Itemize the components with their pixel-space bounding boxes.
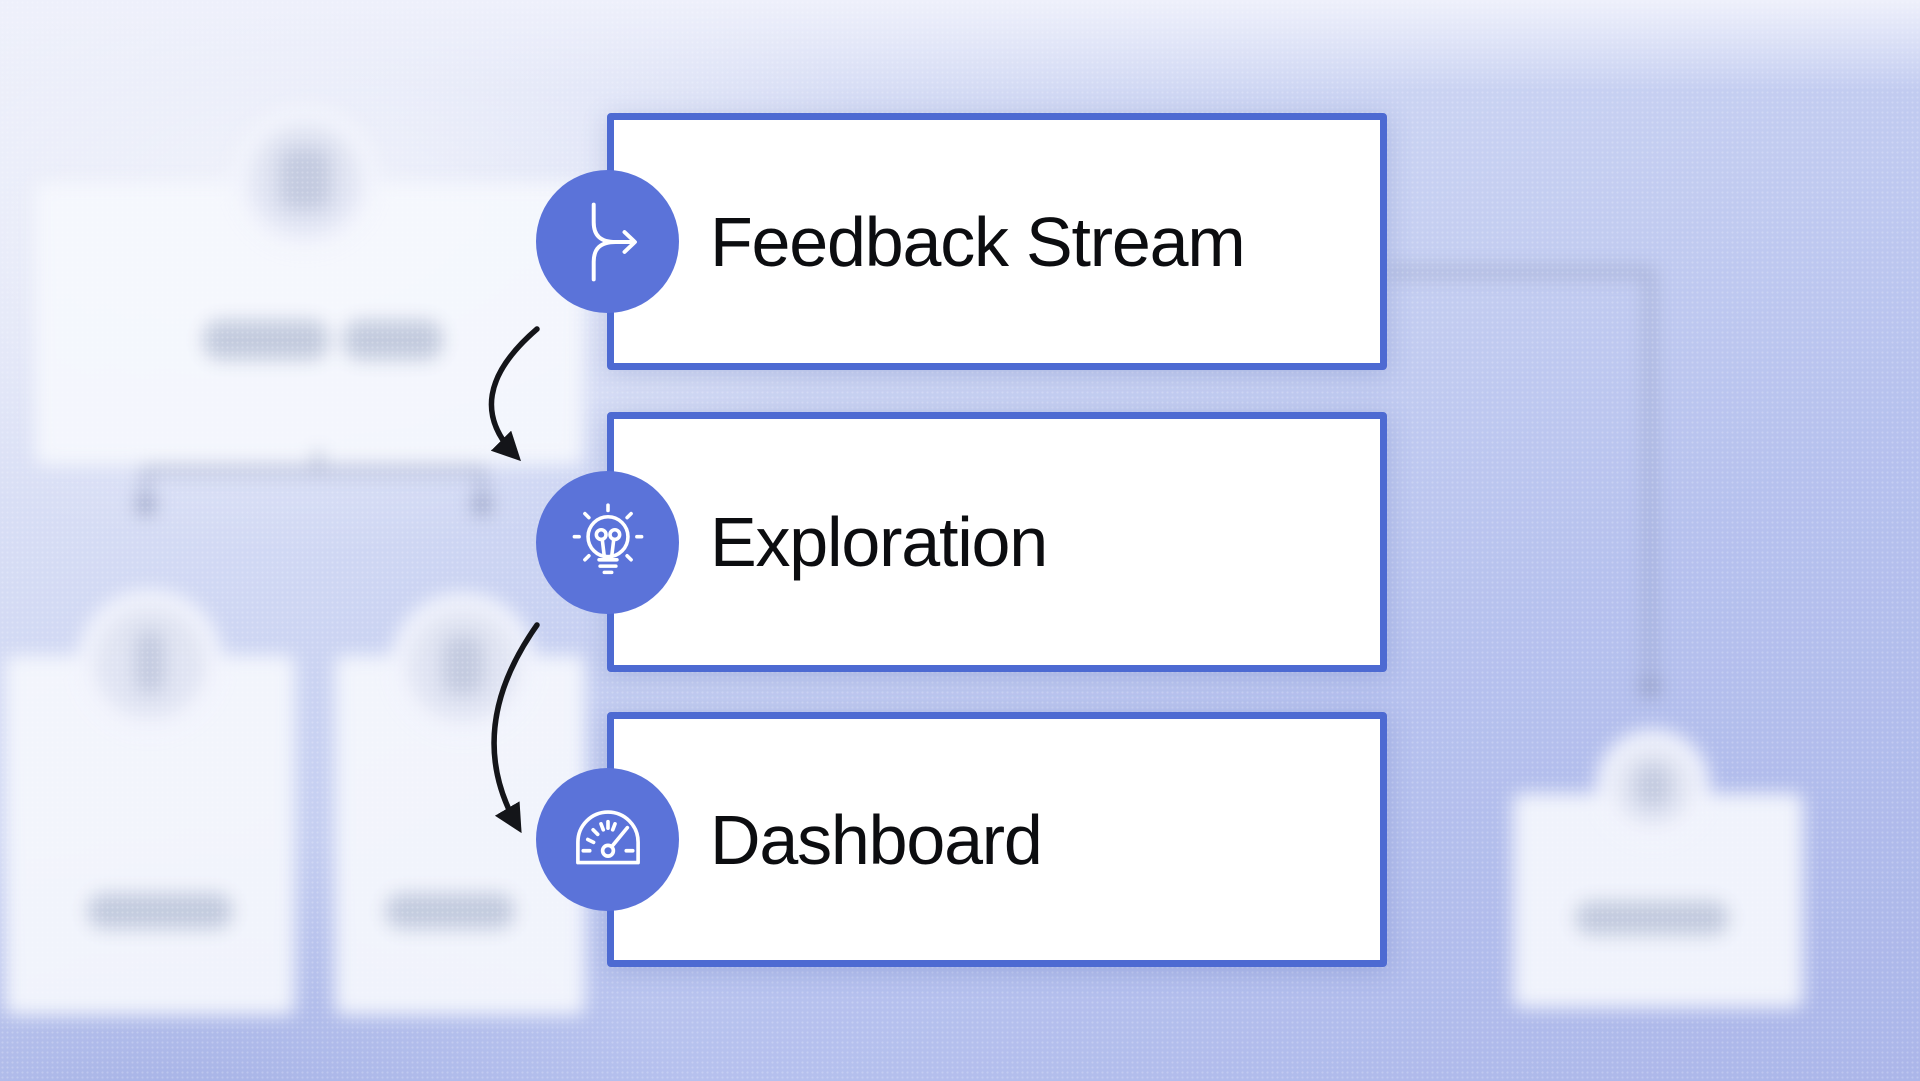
node-icon-circle <box>536 170 679 313</box>
node-icon-circle <box>536 471 679 614</box>
blurred-node-circle <box>77 589 223 735</box>
node-label: Dashboard <box>710 800 1043 879</box>
flow-node-dashboard: Dashboard <box>607 712 1387 967</box>
flow-node-feedback-stream: Feedback Stream <box>607 113 1387 370</box>
node-label: Exploration <box>710 503 1048 581</box>
flow-node-exploration: Exploration <box>607 412 1387 672</box>
blurred-node-circle <box>1596 729 1710 843</box>
node-label: Feedback Stream <box>710 202 1246 281</box>
merge-arrow-icon <box>591 202 637 281</box>
node-icon-circle <box>536 768 679 911</box>
lightbulb-icon <box>572 502 643 574</box>
gauge-icon <box>575 809 640 864</box>
background-top-strip <box>0 0 1920 90</box>
blurred-node-circle <box>232 106 378 252</box>
